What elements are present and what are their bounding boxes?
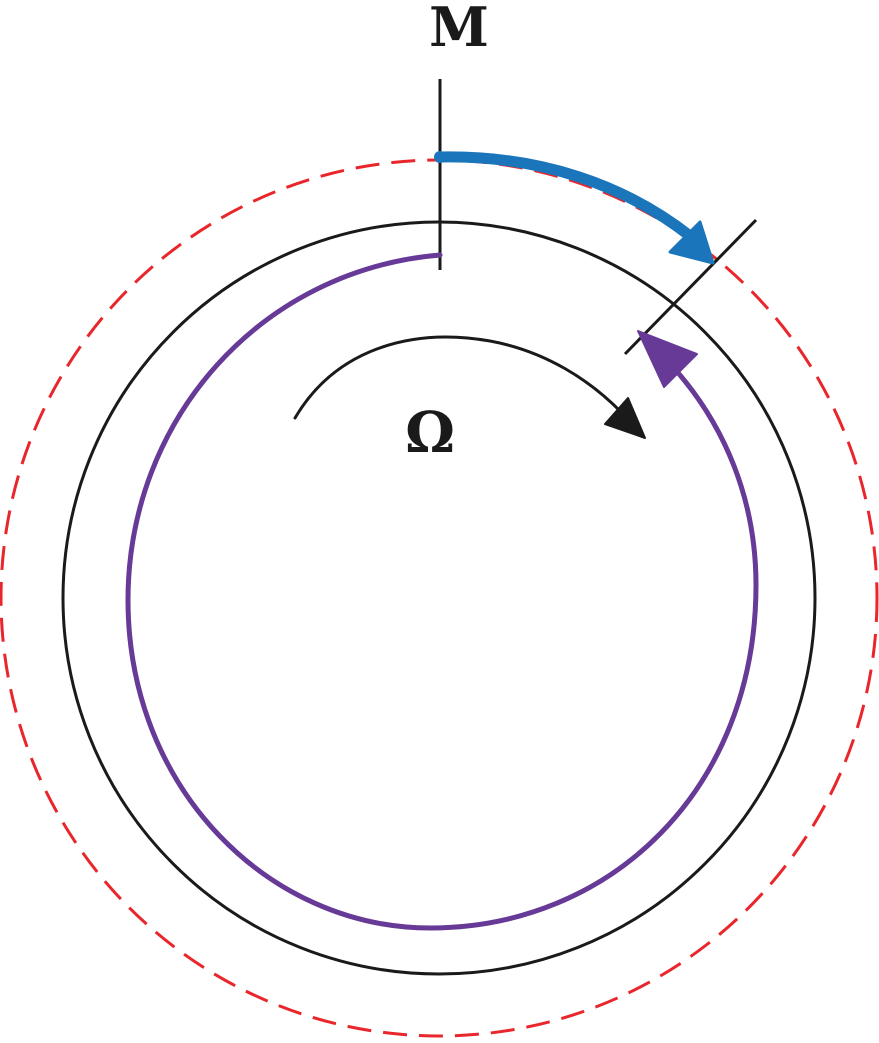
short-blue-arc-start-dot — [434, 151, 446, 163]
outer-dashed-circle — [0, 158, 879, 1038]
meridian-label: M — [429, 0, 489, 59]
rotation-arrow-head — [604, 397, 646, 439]
rotation-label: Ω — [405, 400, 455, 466]
short-blue-arc — [434, 151, 696, 242]
tilted-marker-line — [623, 218, 758, 356]
body-circle — [61, 220, 817, 976]
short-blue-arc-arrowhead — [668, 220, 715, 265]
long-purple-arc-arrowhead — [637, 330, 698, 388]
long-purple-arc — [125, 252, 759, 931]
rotation-arrow-arc — [293, 335, 624, 420]
